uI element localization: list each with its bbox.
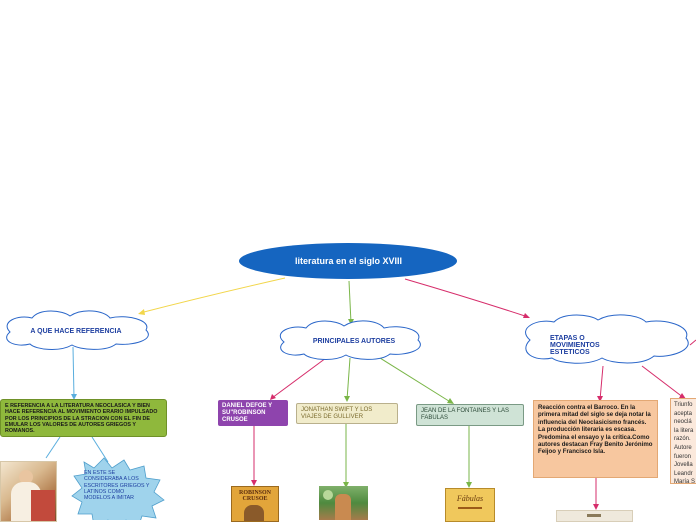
author-label-swift: JONATHAN SWIFT Y LOS VIAJES DE GULLIVER xyxy=(301,407,373,420)
arrowhead xyxy=(251,480,257,486)
arrowhead xyxy=(138,309,145,315)
etapa-box-barroco[interactable]: Reacción contra el Barroco. En la primer… xyxy=(533,400,658,478)
arrowhead xyxy=(270,394,276,400)
arrowhead xyxy=(679,393,686,399)
author-label-defoe: DANIEL DEFOE Y SU"ROBINSON CRUSOE xyxy=(222,403,273,423)
cloud-referencia[interactable] xyxy=(6,310,149,350)
cloud-autores[interactable] xyxy=(279,320,421,360)
connector-autores-defoe xyxy=(271,357,327,399)
branch-label-autores[interactable]: PRINCIPALES AUTORES xyxy=(312,338,396,345)
etapa-line: María S xyxy=(674,479,696,486)
arrowhead xyxy=(447,398,454,404)
arrowhead xyxy=(343,482,349,488)
arrowhead xyxy=(71,394,77,400)
referencia-box[interactable]: E REFERENCIA A LA LITERATURA NEOCLASICA … xyxy=(0,399,167,437)
etapa-text-barroco: Reacción contra el Barroco. En la primer… xyxy=(538,404,653,456)
connector-root-autores xyxy=(348,280,352,324)
author-box-fontaine[interactable]: JEAN DE LA FONTAINES Y LAS FABULAS xyxy=(416,404,524,426)
etapa-line: Triunfo xyxy=(674,402,693,408)
connector-root-referencia xyxy=(139,277,286,314)
cloud-modelos[interactable] xyxy=(71,457,165,520)
referencia-painting-image xyxy=(0,461,57,522)
etapa-line: Leandr xyxy=(674,470,693,477)
connector-autores-fontaine xyxy=(379,357,453,404)
connector-root-etapas xyxy=(404,278,529,318)
author-box-defoe[interactable]: DANIEL DEFOE Y SU"ROBINSON CRUSOE xyxy=(218,400,288,426)
referencia-text: E REFERENCIA A LA LITERATURA NEOCLASICA … xyxy=(5,403,158,435)
connector-etapas-2 xyxy=(641,365,685,399)
connector-etapas-right xyxy=(689,339,696,346)
cloud-etapas[interactable] xyxy=(525,314,689,364)
branch-label-referencia[interactable]: A QUE HACE REFERENCIA xyxy=(30,328,122,335)
connector-box-image xyxy=(45,436,61,459)
etapa-line: acepta xyxy=(674,410,693,417)
arrowhead xyxy=(593,504,599,510)
author-box-swift[interactable]: JONATHAN SWIFT Y LOS VIAJES DE GULLIVER xyxy=(296,403,398,424)
connector-autores-swift xyxy=(346,357,351,401)
etapa-illustration-image xyxy=(556,510,633,522)
gulliver-cover-image xyxy=(319,486,368,520)
connector-etapas-1 xyxy=(599,365,604,401)
root-node[interactable] xyxy=(239,243,457,279)
connector-box-cloud xyxy=(91,436,109,463)
root-label[interactable]: literatura en el siglo XVIII xyxy=(294,256,403,266)
etapa-line: neoclá xyxy=(674,419,692,426)
author-label-fontaine: JEAN DE LA FONTAINES Y LAS FABULAS xyxy=(421,408,510,421)
etapa-line: fueron xyxy=(674,453,692,460)
arrowhead xyxy=(523,313,530,318)
etapa-line: Autore xyxy=(674,444,692,451)
branch-label-etapas[interactable]: ETAPAS O MOVIMIENTOS ESTETICOS xyxy=(550,335,600,356)
fabulas-cover-title: Fábulas xyxy=(456,494,484,503)
modelos-text: EN ESTE SE CONSIDERABA A LOS ESCRITORES … xyxy=(84,470,150,502)
etapa-box-neoclasico[interactable]: Triunfo acepta neoclá la litera razón. A… xyxy=(670,398,696,486)
etapa-line: la litera xyxy=(674,427,694,434)
arrowhead xyxy=(597,396,603,402)
etapa-line: Jovella xyxy=(674,462,693,469)
fabulas-cover-image: Fábulas xyxy=(445,488,495,522)
arrowhead xyxy=(348,319,354,325)
robinson-cover-title: ROBINSON CRUSOE xyxy=(238,490,271,502)
etapa-line: razón. xyxy=(674,436,691,443)
robinson-crusoe-cover-image: ROBINSON CRUSOE xyxy=(231,486,279,522)
arrowhead xyxy=(466,482,472,488)
connector-referencia-box xyxy=(72,346,75,399)
arrowhead xyxy=(344,396,350,402)
